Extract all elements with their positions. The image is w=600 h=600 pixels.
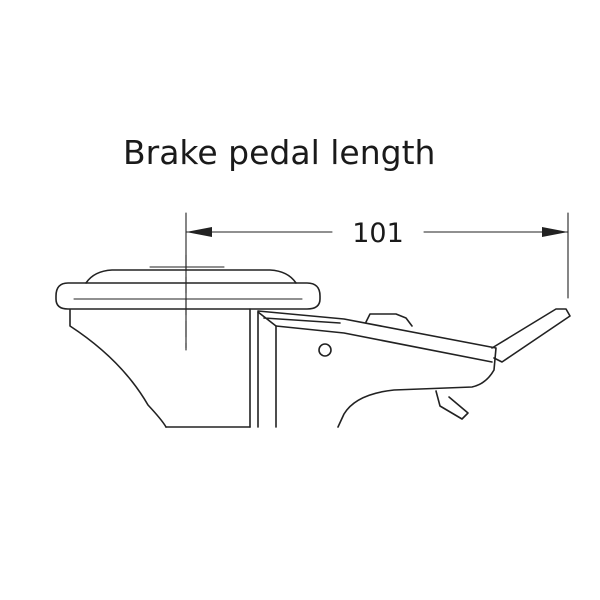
pedal-tip bbox=[491, 308, 571, 363]
pedal-spring bbox=[435, 390, 469, 420]
dimension-value: 101 bbox=[352, 218, 404, 249]
pedal-hinge-wedge bbox=[257, 311, 341, 327]
pedal-tab bbox=[365, 313, 413, 327]
top-plate-cap bbox=[85, 269, 297, 284]
caster-housing bbox=[69, 308, 332, 428]
diagram-title: Brake pedal length bbox=[123, 133, 435, 172]
pivot-hole bbox=[318, 343, 332, 357]
top-plate-outline bbox=[55, 282, 321, 310]
fork-left-curve bbox=[69, 309, 167, 428]
dimension-annotation: 101 bbox=[185, 212, 569, 349]
brake-pedal bbox=[257, 308, 571, 428]
pedal-lower-rail bbox=[275, 325, 493, 363]
arrowhead-right bbox=[542, 227, 568, 237]
top-plate bbox=[55, 266, 321, 310]
pedal-body bbox=[257, 310, 497, 428]
arrowhead-left bbox=[186, 227, 212, 237]
